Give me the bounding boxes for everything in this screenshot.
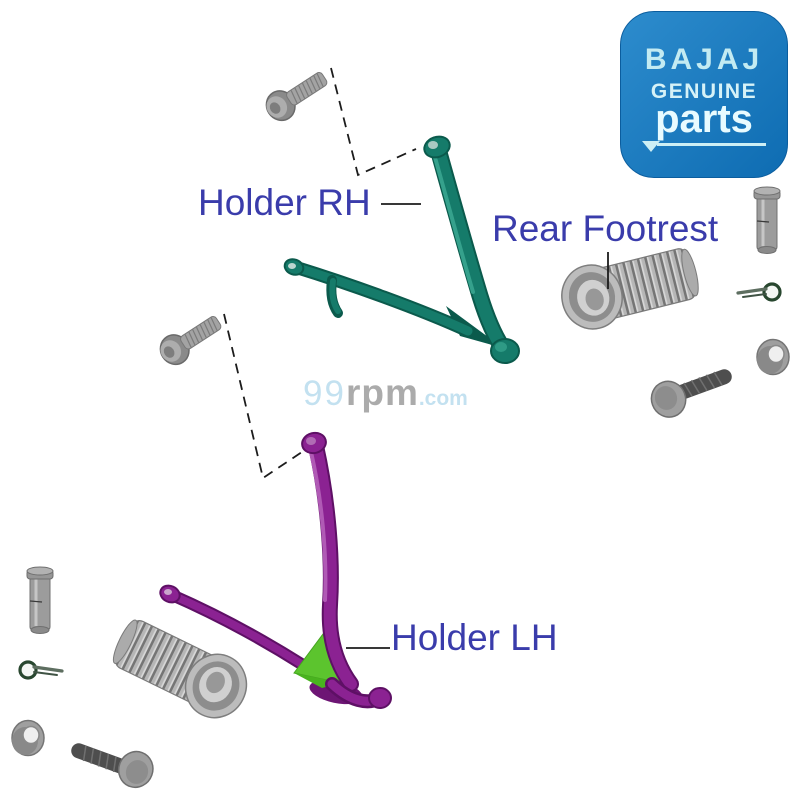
holder-lh-bracket-icon: [159, 431, 392, 709]
watermark-99: 99: [303, 374, 346, 413]
clevis-pin-right-icon: [752, 185, 782, 255]
watermark-com: .com: [418, 387, 468, 410]
holder-rh-bracket-icon: [283, 135, 520, 364]
watermark: 99 rpm .com: [303, 372, 468, 414]
logo-underline-bar: [657, 143, 766, 146]
washer-left-icon: [11, 719, 45, 757]
watermark-rpm: rpm: [345, 372, 419, 413]
rear-footrest-rubber-right-icon: [554, 239, 705, 337]
socket-bolt-middle-icon: [154, 307, 228, 371]
logo-brand-text: BAJAJ: [644, 43, 764, 76]
logo-arrow-icon: [642, 141, 660, 152]
cotter-pin-right-icon: [736, 282, 782, 302]
holder-rh-label: Holder RH: [198, 182, 371, 223]
hex-bolt-left-icon: [73, 732, 158, 792]
rear-footrest-label: Rear Footrest: [492, 208, 719, 249]
socket-bolt-top-icon: [260, 63, 334, 127]
dashed-leader-top: [330, 67, 417, 177]
dashed-leader-middle: [223, 313, 303, 480]
holder-lh-label: Holder LH: [391, 617, 558, 658]
bajaj-genuine-parts-logo: BAJAJ GENUINE parts: [620, 11, 788, 178]
hex-bolt-right-icon: [646, 362, 731, 422]
logo-genuine-text: GENUINE: [650, 80, 758, 103]
cotter-pin-left-icon: [18, 660, 64, 680]
clevis-pin-left-icon: [25, 565, 55, 635]
washer-right-icon: [756, 338, 790, 376]
logo-parts-text: parts: [655, 97, 753, 141]
logo-underline: [642, 141, 766, 155]
